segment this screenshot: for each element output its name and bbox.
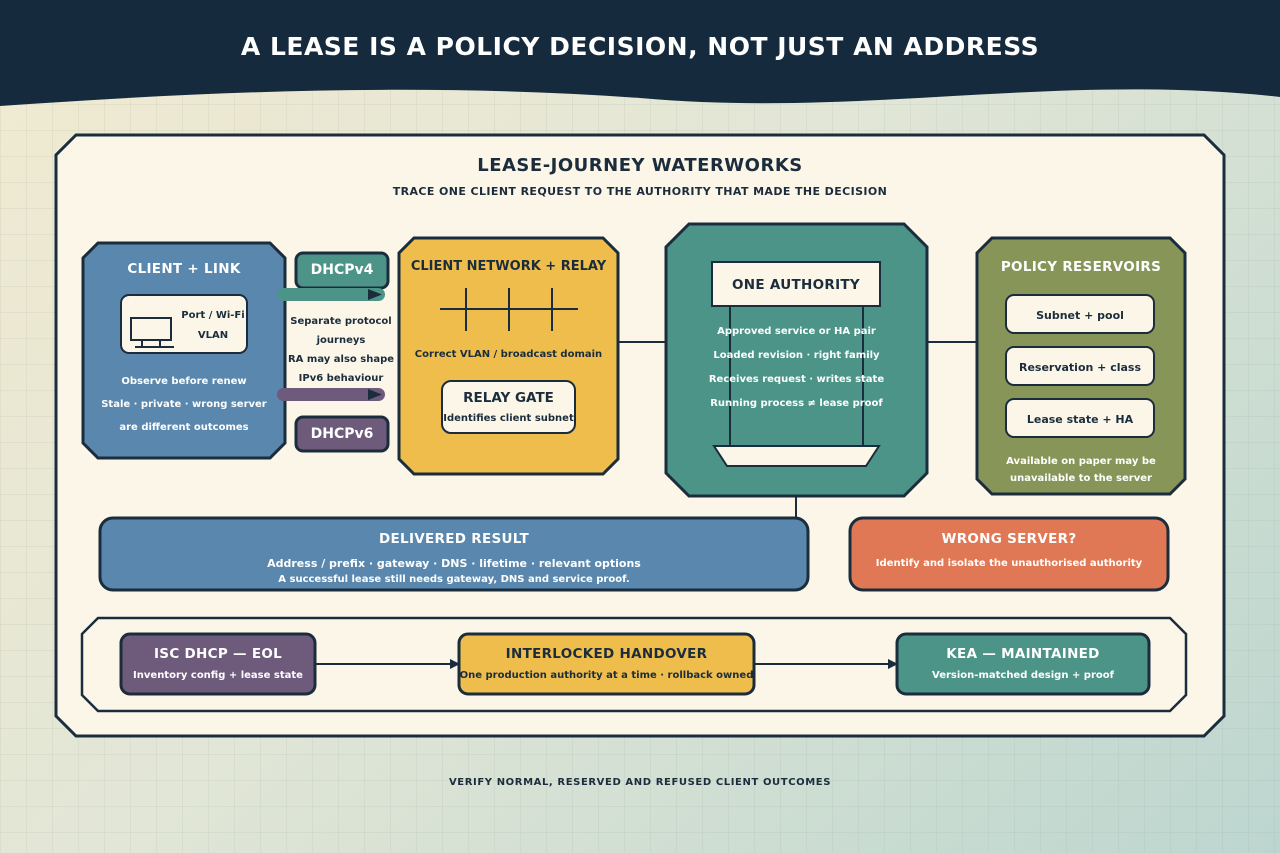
panel-title: LEASE-JOURNEY WATERWORKS	[477, 155, 803, 176]
migration-step-0-title: ISC DHCP — EOL	[153, 646, 283, 662]
authority-line-0: Approved service or HA pair	[717, 326, 876, 337]
authority-title-plate	[711, 261, 881, 307]
port-label-line1: Port / Wi-Fi	[181, 310, 245, 321]
dhcpv4-label: DHCPv4	[310, 262, 374, 278]
dhcpv4-arrow-icon	[368, 289, 382, 300]
network-bus-icon	[440, 288, 578, 331]
protocol-note-1: journeys	[316, 335, 366, 346]
migration-step-box-0	[119, 632, 317, 696]
migration-step-1-title: INTERLOCKED HANDOVER	[505, 646, 708, 662]
relay-title: CLIENT NETWORK + RELAY	[410, 259, 607, 274]
port-label-line2: VLAN	[197, 330, 229, 341]
client-note-2: are different outcomes	[119, 422, 249, 433]
migration-step-box-1	[457, 632, 756, 696]
dhcpv6-label: DHCPv6	[310, 426, 374, 442]
client-note-0: Observe before renew	[121, 376, 247, 387]
migration-step-box-2	[895, 632, 1151, 696]
port-card	[120, 294, 248, 354]
delivered-result-line1: Address / prefix · gateway · DNS · lifet…	[267, 557, 641, 570]
delivered-result-line2: A successful lease still needs gateway, …	[278, 574, 630, 585]
migration-step-1-note: One production authority at a time · rol…	[459, 670, 754, 681]
monitor-icon	[130, 317, 174, 348]
migration-step-2-title: KEA — MAINTAINED	[946, 646, 1100, 662]
authority-base-plate	[712, 445, 881, 467]
wrong-server-title: WRONG SERVER?	[941, 531, 1077, 547]
delivered-result-title: DELIVERED RESULT	[379, 531, 529, 547]
reservoir-item-0: Subnet + pool	[1036, 309, 1124, 322]
dhcpv4-pipe	[277, 288, 385, 301]
client-note-1: Stale · private · wrong server	[101, 399, 267, 410]
relay-domain-note: Correct VLAN / broadcast domain	[414, 349, 603, 360]
migration-arrows	[315, 659, 898, 669]
reservoir-item-2: Lease state + HA	[1026, 413, 1134, 426]
banner-title: A LEASE IS A POLICY DECISION, NOT JUST A…	[240, 32, 1040, 61]
reservoirs-note-0: Available on paper may be	[1006, 456, 1156, 467]
dhcpv6-arrow-icon	[368, 389, 382, 400]
reservoirs-title: POLICY RESERVOIRS	[1000, 259, 1162, 275]
wrong-server-note: Identify and isolate the unauthorised au…	[875, 558, 1143, 569]
authority-line-3: Running process ≠ lease proof	[710, 398, 883, 409]
reservoir-item-1: Reservation + class	[1018, 361, 1142, 374]
authority-title: ONE AUTHORITY	[732, 277, 860, 293]
reservoirs-note-1: unavailable to the server	[1010, 473, 1152, 484]
migration-step-0-note: Inventory config + lease state	[133, 670, 303, 681]
migration-step-2-note: Version-matched design + proof	[932, 670, 1114, 681]
footer-text: VERIFY NORMAL, RESERVED AND REFUSED CLIE…	[448, 777, 832, 788]
authority-line-2: Receives request · writes state	[708, 374, 885, 385]
reservoir-card-0	[1005, 294, 1155, 334]
panel-subtitle: TRACE ONE CLIENT REQUEST TO THE AUTHORIT…	[392, 185, 888, 198]
relay-gate-note: Identifies client subnet	[443, 413, 574, 424]
header-banner	[0, 0, 1280, 106]
client-link-title: CLIENT + LINK	[127, 261, 241, 277]
reservoir-card-2	[1005, 398, 1155, 438]
delivered-result-bar	[98, 516, 810, 592]
authority-line-1: Loaded revision · right family	[713, 350, 880, 361]
wrong-server-bar	[848, 516, 1170, 592]
dhcpv6-pipe	[277, 388, 385, 401]
reservoir-card-1	[1005, 346, 1155, 386]
dhcpv6-badge	[294, 415, 390, 453]
relay-gate-card	[441, 380, 576, 434]
relay-gate-title: RELAY GATE	[463, 390, 554, 406]
protocol-note-0: Separate protocol	[290, 316, 392, 327]
protocol-note-2: RA may also shape	[287, 354, 395, 365]
protocol-note-3: IPv6 behaviour	[298, 373, 384, 384]
